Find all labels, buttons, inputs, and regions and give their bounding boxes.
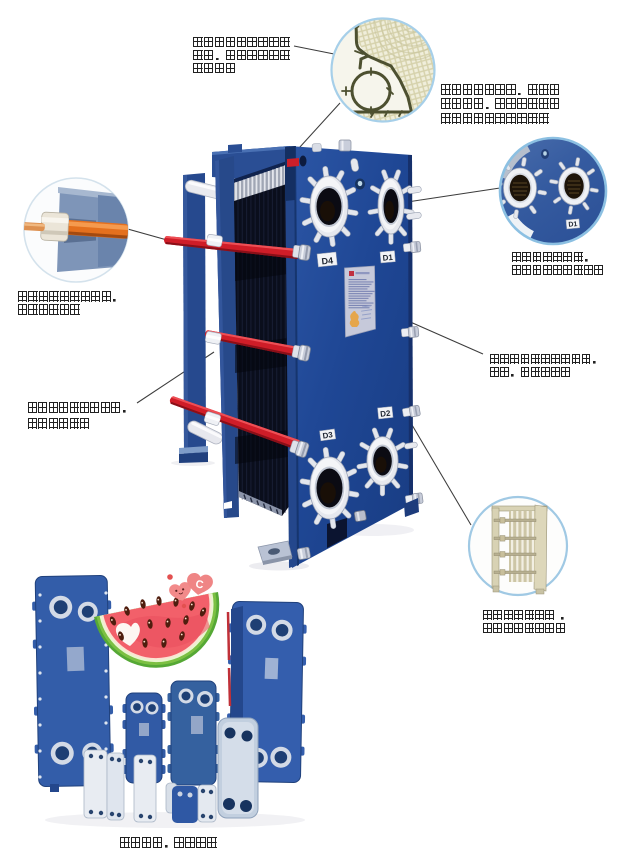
svg-text:D4: D4 xyxy=(321,255,333,266)
svg-text:D1: D1 xyxy=(382,253,394,263)
svg-text:D1: D1 xyxy=(568,221,578,229)
svg-text:C: C xyxy=(195,578,205,591)
svg-text:D3: D3 xyxy=(322,430,334,440)
svg-text:D2: D2 xyxy=(380,409,392,419)
